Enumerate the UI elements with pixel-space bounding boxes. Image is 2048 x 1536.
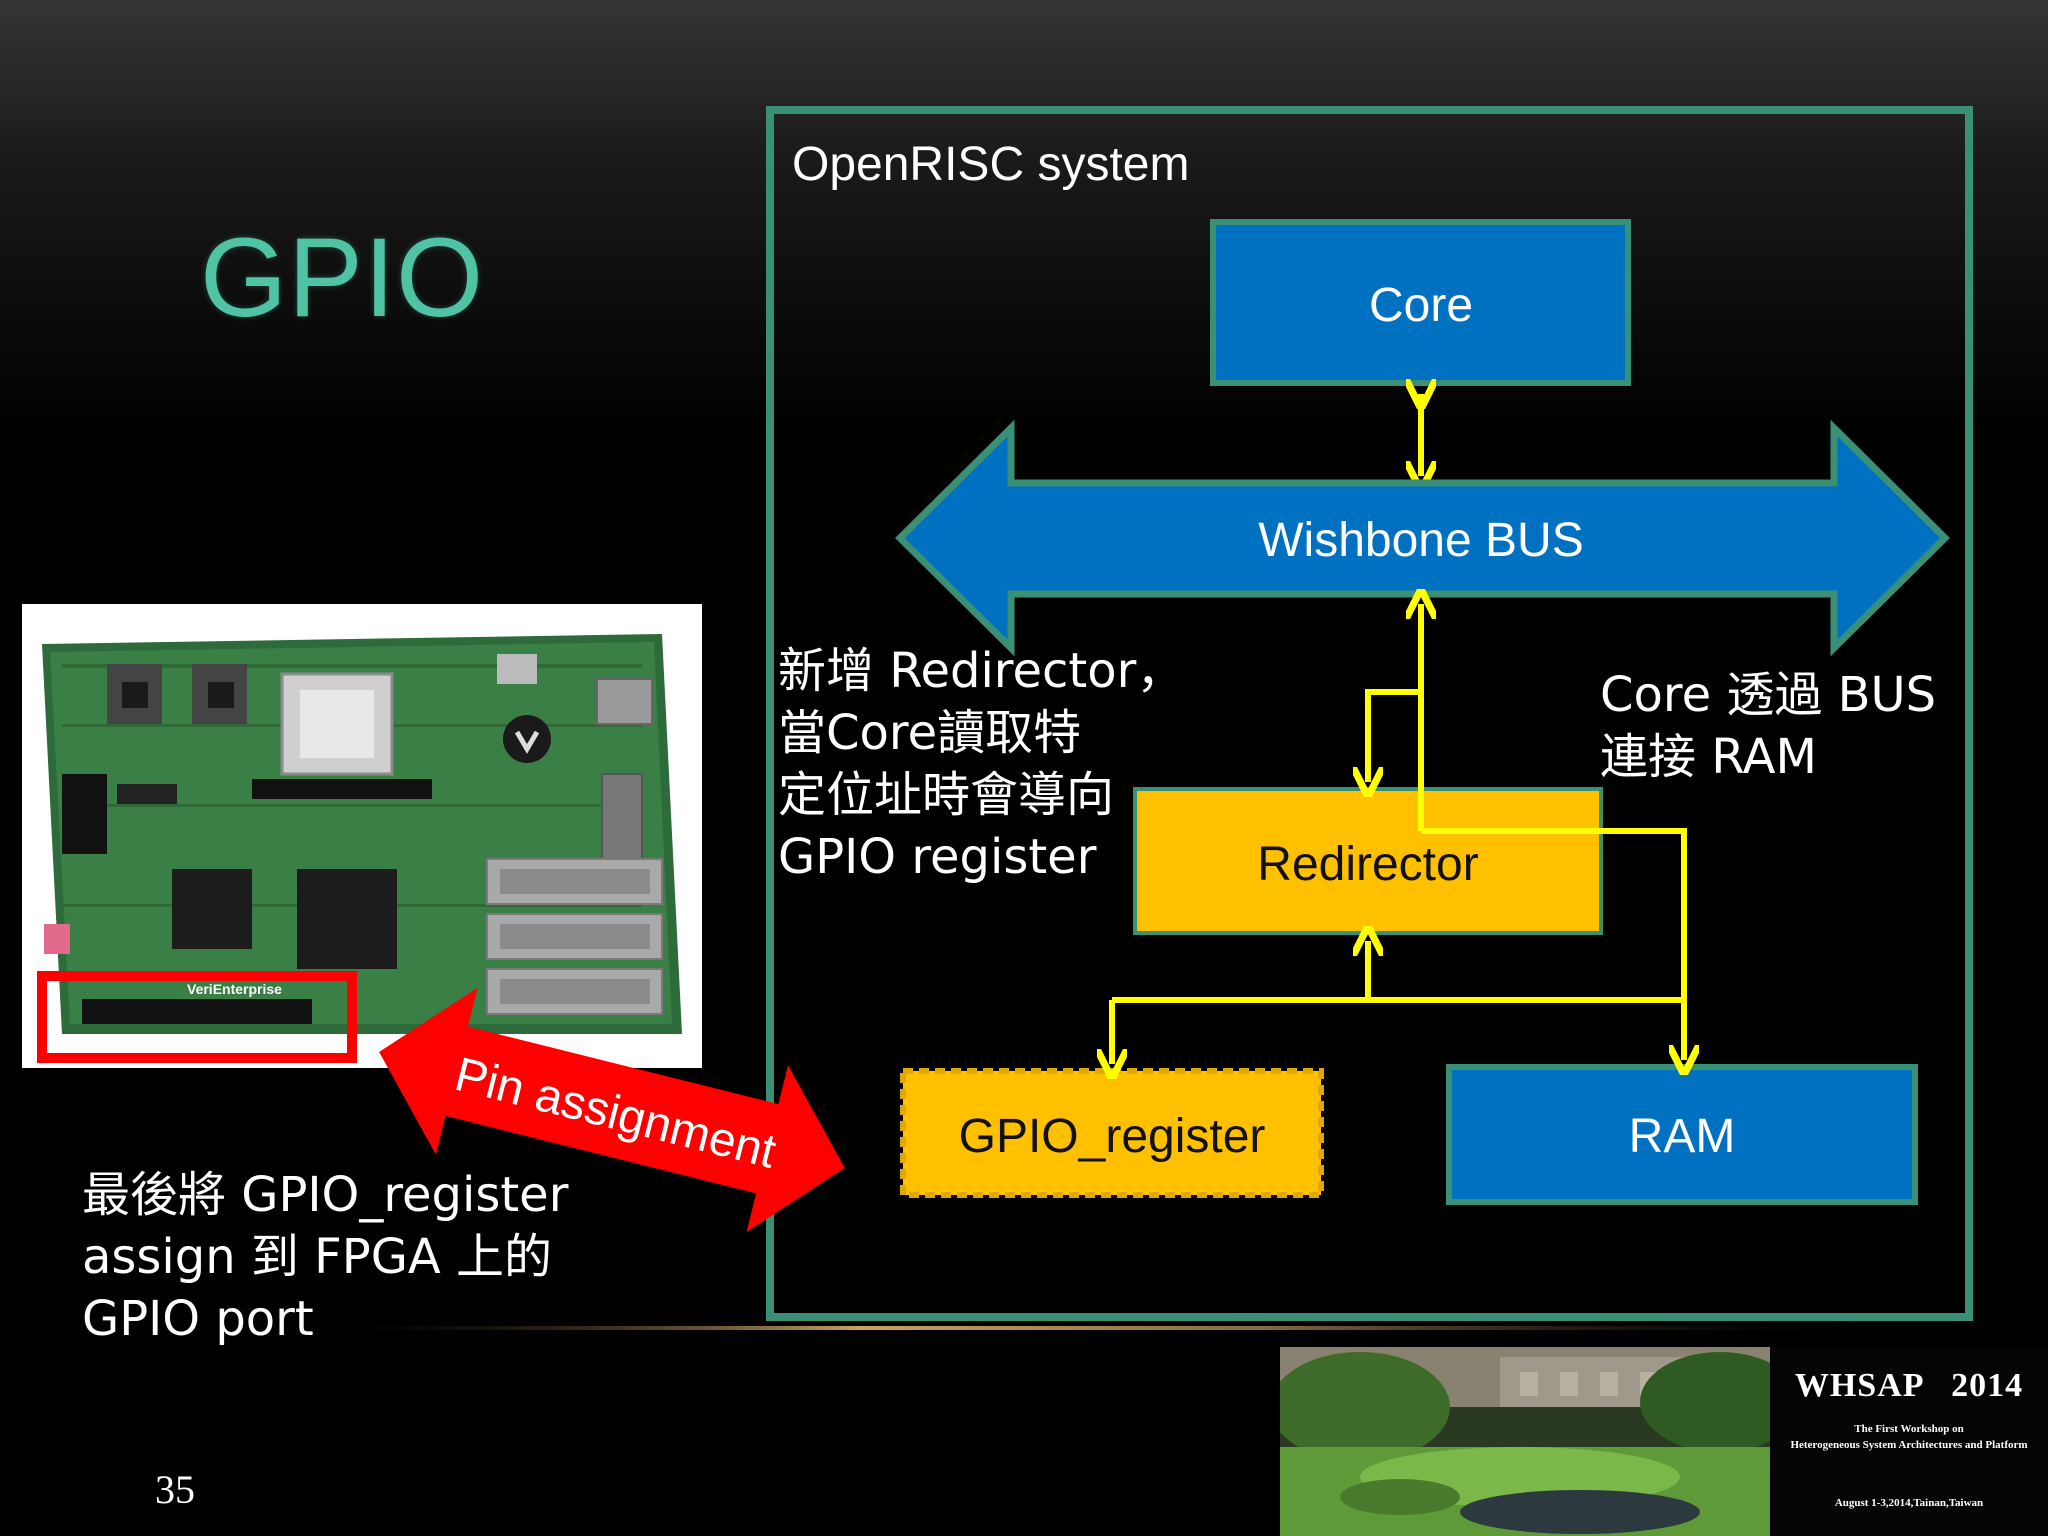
- footer-divider: [300, 1326, 1900, 1330]
- assign-note-line: 最後將 GPIO_register: [82, 1167, 569, 1223]
- redirector-label: Redirector: [1257, 838, 1478, 891]
- gpio-register-label: GPIO_register: [959, 1110, 1266, 1163]
- bus-note-line: 連接 RAM: [1600, 729, 1817, 785]
- board-silkscreen: VeriEnterprise: [187, 981, 282, 997]
- core-label: Core: [1369, 279, 1473, 332]
- fpga-board-image: VeriEnterprise: [22, 604, 702, 1068]
- wishbone-bus-arrow: [895, 419, 1950, 657]
- redirector-note-line: 定位址時會導向: [778, 767, 1115, 823]
- logo-main-text: WHSAP 2014: [1794, 1367, 2024, 1404]
- bus-note: Core 透過 BUS 連接 RAM: [1600, 664, 1936, 788]
- fpga-board-photo: VeriEnterprise: [22, 604, 702, 1068]
- assign-note-line: GPIO port: [82, 1291, 314, 1347]
- bus-note-line: Core 透過 BUS: [1600, 667, 1937, 723]
- ram-label: RAM: [1629, 1110, 1736, 1163]
- redirector-note-line: 新增 Redirector，: [778, 643, 1185, 699]
- footer-photo: [1280, 1347, 1770, 1536]
- redirector-note: 新增 Redirector， 當Core讀取特 定位址時會導向 GPIO reg…: [778, 640, 1184, 888]
- logo-subtitle-2: Heterogeneous System Architectures and P…: [1790, 1439, 2028, 1451]
- openrisc-system-label: OpenRISC system: [792, 138, 1189, 191]
- whsap-logo: WHSAP 2014 The First Workshop on Heterog…: [1770, 1347, 2048, 1536]
- assign-note-line: assign 到 FPGA 上的: [82, 1229, 553, 1285]
- page-number: 35: [155, 1467, 195, 1512]
- openrisc-system-frame: [766, 106, 1973, 1321]
- redirector-note-line: GPIO register: [778, 829, 1097, 885]
- redirector-note-line: 當Core讀取特: [778, 705, 1082, 761]
- slide-title: GPIO: [200, 215, 485, 340]
- bus-to-ram-connector: [1421, 828, 1684, 1060]
- gpio-port-highlight: [37, 971, 357, 1063]
- wishbone-bus-label: Wishbone BUS: [1258, 514, 1583, 567]
- logo-subtitle-1: The First Workshop on: [1854, 1423, 1964, 1435]
- core-block: [1210, 219, 1631, 386]
- bus-to-redirector-connector: [1368, 689, 1421, 782]
- redirector-block: [1133, 787, 1603, 935]
- logo-date: August 1-3,2014,Tainan,Taiwan: [1834, 1497, 1984, 1509]
- assign-note: 最後將 GPIO_register assign 到 FPGA 上的 GPIO …: [82, 1164, 568, 1350]
